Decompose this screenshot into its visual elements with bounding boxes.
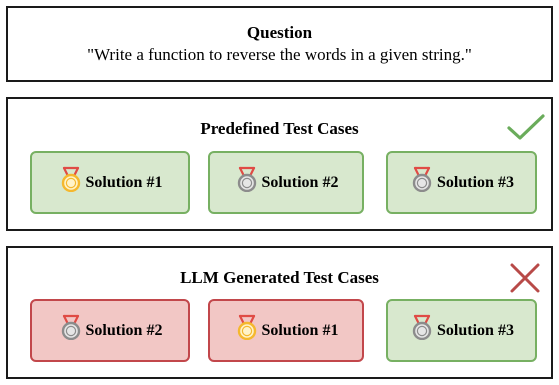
solution-label: Solution #2: [261, 173, 339, 191]
silver-medal-icon: [234, 166, 260, 192]
gold-medal-icon: [58, 166, 84, 192]
solution-label: Solution #2: [85, 321, 163, 339]
question-panel: Question "Write a function to reverse th…: [6, 6, 553, 82]
llm-generated-test-cases-panel: LLM Generated Test Cases Solution #2 Sol…: [6, 246, 553, 379]
predefined-title: Predefined Test Cases: [200, 119, 359, 138]
question-text: "Write a function to reverse the words i…: [87, 45, 472, 64]
solution-card-pass: Solution #2: [208, 151, 364, 214]
solution-label: Solution #1: [261, 321, 339, 339]
predefined-test-cases-panel: Predefined Test Cases Solution #1 Soluti…: [6, 97, 553, 231]
solution-card-fail: Solution #2: [30, 299, 190, 362]
solution-card-pass: Solution #3: [386, 151, 537, 214]
llm-generated-title: LLM Generated Test Cases: [180, 268, 379, 287]
silver-medal-icon: [58, 314, 84, 340]
solution-card-pass: Solution #1: [30, 151, 190, 214]
silver-medal-icon: [409, 166, 435, 192]
solution-label: Solution #3: [437, 321, 514, 339]
solution-card-pass: Solution #3: [386, 299, 537, 362]
solution-card-fail: Solution #1: [208, 299, 364, 362]
cross-icon: [510, 263, 540, 293]
silver-medal-icon: [409, 314, 435, 340]
check-icon: [507, 114, 545, 140]
solution-label: Solution #1: [85, 173, 163, 191]
solution-label: Solution #3: [437, 173, 514, 191]
question-title: Question: [246, 23, 313, 42]
gold-medal-icon: [234, 314, 260, 340]
